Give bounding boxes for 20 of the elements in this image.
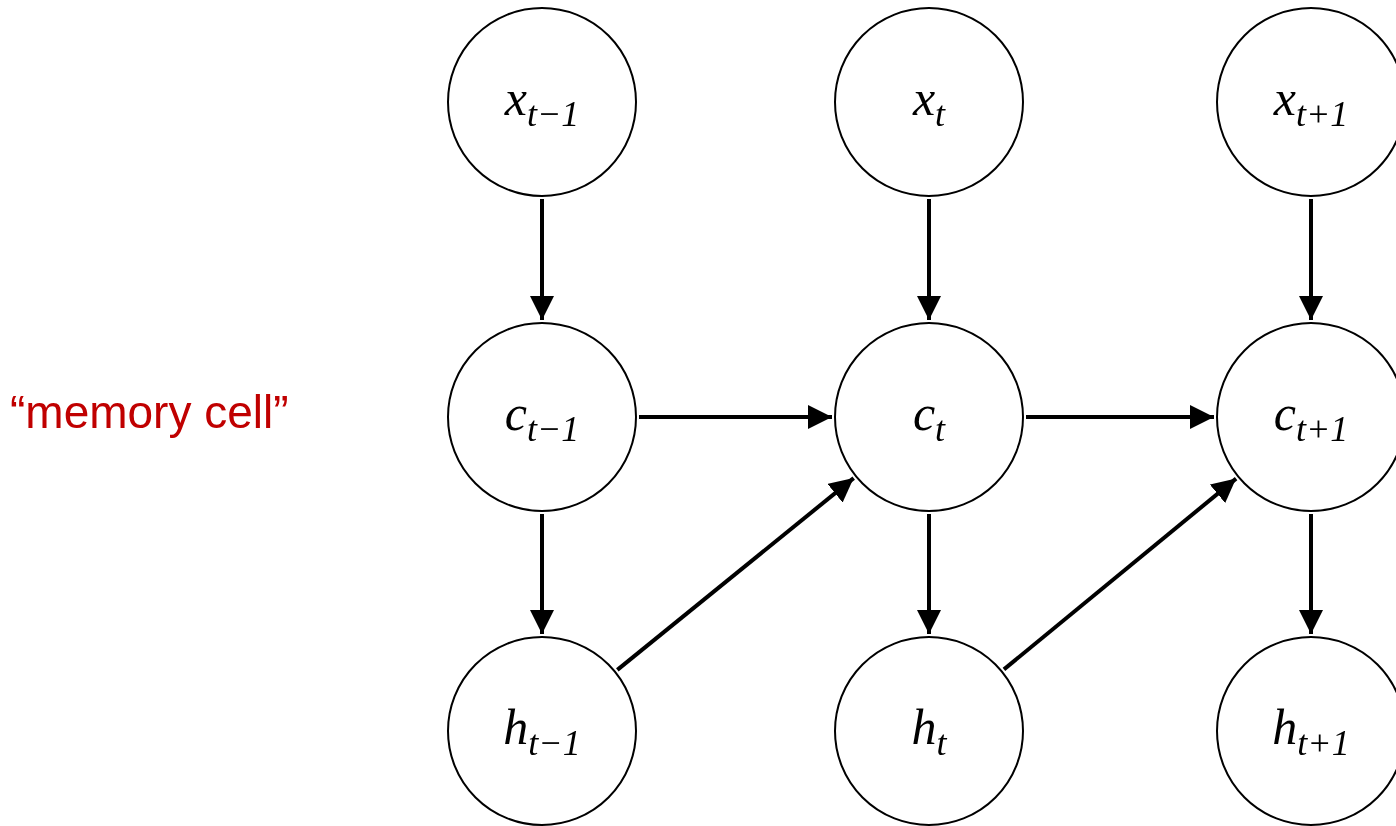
arrow bbox=[530, 199, 554, 320]
arrow bbox=[616, 476, 855, 672]
arrow bbox=[1002, 477, 1238, 671]
math-label: c$_{t+1}$ bbox=[1273, 384, 1349, 450]
math-label: x$_{t}$ bbox=[912, 69, 946, 135]
math-label: c$_{t−1}$ bbox=[504, 384, 580, 450]
annotation-text: “memory cell” bbox=[10, 385, 289, 439]
arrow bbox=[639, 405, 832, 429]
arrow bbox=[530, 514, 554, 634]
arrow bbox=[917, 514, 941, 634]
math-label: h$_{t}$ bbox=[911, 698, 947, 764]
arrow bbox=[1299, 199, 1323, 320]
arrow bbox=[917, 199, 941, 320]
math-label: h$_{t−1}$ bbox=[503, 698, 581, 764]
math-label: c$_{t}$ bbox=[912, 384, 946, 450]
math-label: h$_{t+1}$ bbox=[1272, 698, 1350, 764]
math-label: x$_{t+1}$ bbox=[1273, 69, 1349, 135]
arrow bbox=[1299, 514, 1323, 634]
arrow bbox=[1026, 405, 1214, 429]
math-label: x$_{t−1}$ bbox=[504, 69, 580, 135]
